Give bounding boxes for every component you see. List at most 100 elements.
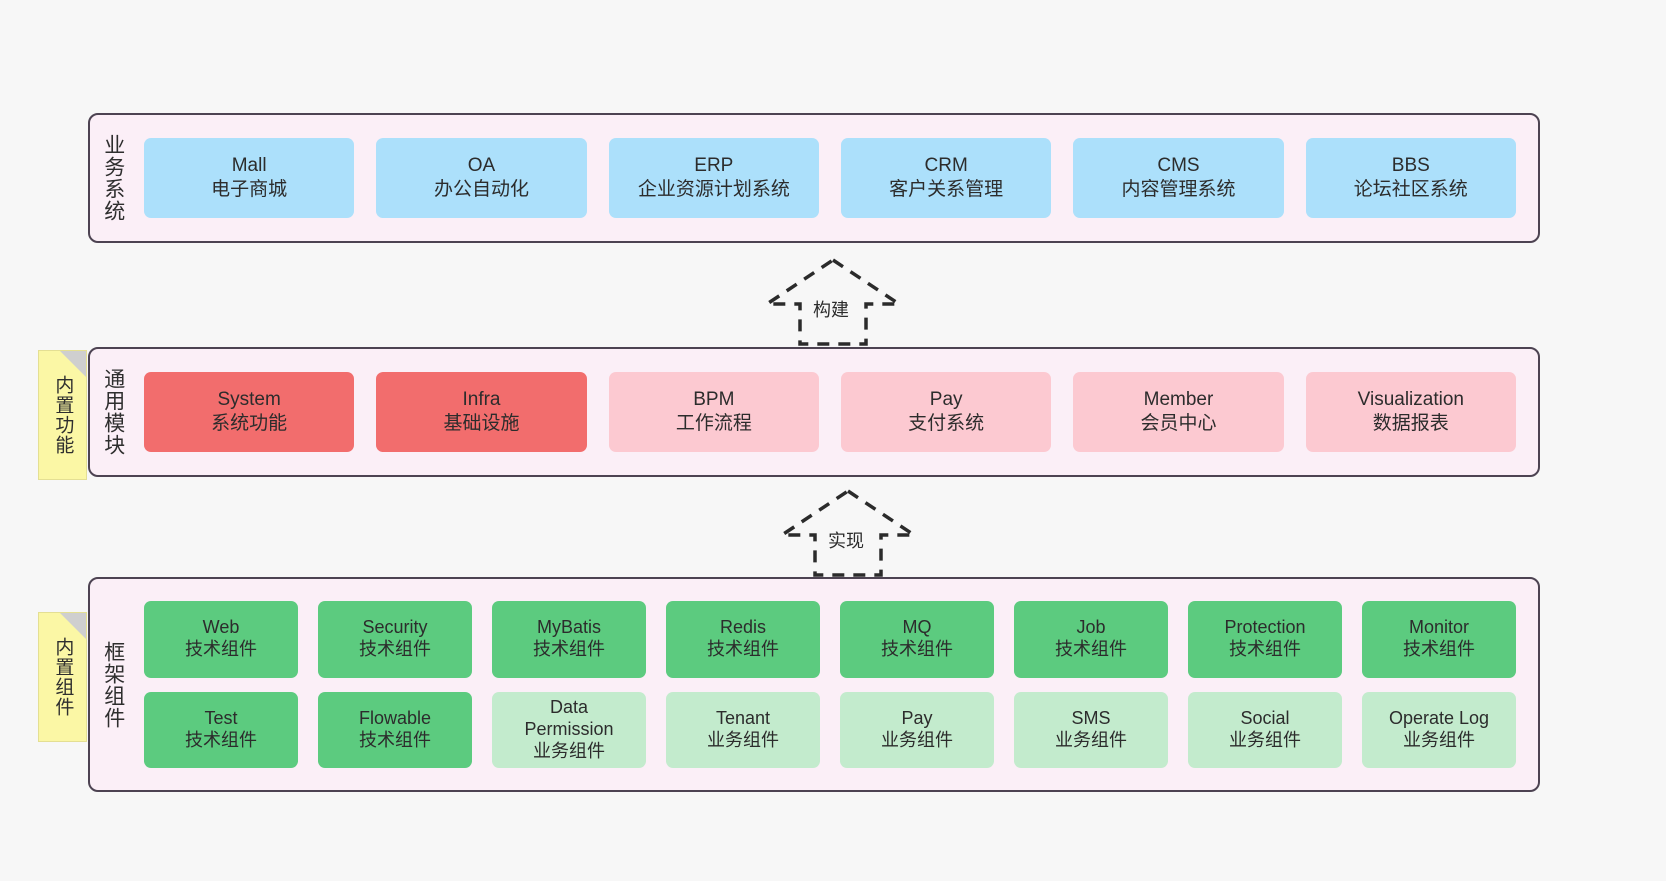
framework-box-data-permission-desc: 业务组件 [533,740,605,761]
framework-box-protection-desc: 技术组件 [1229,639,1301,660]
common-box-member-name: Member [1143,388,1214,410]
framework-box-mq[interactable]: MQ 技术组件 [840,601,994,678]
framework-box-tenant-desc: 业务组件 [707,729,779,750]
business-items: Mall 电子商城 OA 办公自动化 ERP 企业资源计划系统 CRM 客户关系… [136,115,1538,241]
framework-box-pay-name: Pay [901,707,933,728]
framework-box-mybatis[interactable]: MyBatis 技术组件 [492,601,646,678]
note-builtin-components-label: 内置组件 [52,637,74,717]
note-fold-corner-icon [60,351,86,377]
arrow-build-label: 构建 [813,300,849,320]
framework-box-web[interactable]: Web 技术组件 [144,601,298,678]
framework-box-redis[interactable]: Redis 技术组件 [666,601,820,678]
business-box-bbs[interactable]: BBS 论坛社区系统 [1305,138,1516,218]
business-box-oa[interactable]: OA 办公自动化 [376,138,587,218]
framework-box-data-permission[interactable]: Data Permission 业务组件 [492,691,646,768]
common-box-member[interactable]: Member 会员中心 [1073,372,1284,452]
business-box-cms-name: CMS [1157,154,1200,176]
layer-title-business: 业务系统 [101,134,125,222]
framework-box-security-name: Security [362,617,428,638]
framework-row-business: Test 技术组件 Flowable 技术组件 Data Permission … [144,691,1516,768]
layer-common-modules: 通用模块 System 系统功能 Infra 基础设施 BPM 工作流程 Pay… [88,347,1540,477]
framework-box-web-name: Web [202,617,240,638]
framework-box-monitor-desc: 技术组件 [1403,639,1475,660]
common-box-visualization-name: Visualization [1357,388,1464,410]
framework-box-tenant[interactable]: Tenant 业务组件 [666,691,820,768]
business-box-oa-desc: 办公自动化 [433,179,529,200]
common-box-bpm-desc: 工作流程 [675,413,752,434]
framework-box-test-desc: 技术组件 [185,729,257,750]
business-box-bbs-name: BBS [1391,154,1430,176]
note-fold-corner-icon [60,613,86,639]
arrow-implement: 实现 [763,487,933,577]
business-box-mall[interactable]: Mall 电子商城 [144,138,355,218]
common-box-infra[interactable]: Infra 基础设施 [376,372,587,452]
framework-box-operate-log-desc: 业务组件 [1403,729,1475,750]
framework-box-test-name: Test [204,707,238,728]
common-box-bpm-name: BPM [693,388,735,410]
common-box-pay-desc: 支付系统 [908,413,985,434]
framework-box-sms[interactable]: SMS 业务组件 [1014,691,1168,768]
framework-box-pay[interactable]: Pay 业务组件 [840,691,994,768]
framework-items: Web 技术组件 Security 技术组件 MyBatis 技术组件 Redi… [136,579,1538,790]
framework-box-social[interactable]: Social 业务组件 [1188,691,1342,768]
business-box-erp[interactable]: ERP 企业资源计划系统 [608,138,819,218]
framework-box-data-permission-name: Data [549,696,589,717]
layer-title-common: 通用模块 [101,368,125,456]
layer-title-framework: 框架组件 [101,640,125,729]
framework-box-data-permission-name2: Permission [524,718,614,739]
framework-box-monitor[interactable]: Monitor 技术组件 [1362,601,1516,678]
arrow-build: 构建 [748,256,918,346]
common-box-bpm[interactable]: BPM 工作流程 [608,372,819,452]
framework-box-test[interactable]: Test 技术组件 [144,691,298,768]
common-box-system-desc: 系统功能 [211,413,288,434]
common-box-member-desc: 会员中心 [1140,413,1217,434]
business-box-erp-desc: 企业资源计划系统 [637,179,790,200]
framework-row-technical: Web 技术组件 Security 技术组件 MyBatis 技术组件 Redi… [144,601,1516,678]
business-box-oa-name: OA [467,154,496,176]
business-box-crm-desc: 客户关系管理 [889,179,1004,200]
common-box-pay[interactable]: Pay 支付系统 [840,372,1052,452]
common-box-infra-desc: 基础设施 [443,413,520,434]
framework-box-web-desc: 技术组件 [185,639,257,660]
business-box-erp-name: ERP [694,154,734,176]
framework-box-social-desc: 业务组件 [1229,729,1301,750]
framework-box-job[interactable]: Job 技术组件 [1014,601,1168,678]
note-builtin-components: 内置组件 [38,612,87,742]
business-box-crm-name: CRM [924,154,968,176]
framework-box-redis-name: Redis [719,617,767,638]
business-box-cms[interactable]: CMS 内容管理系统 [1073,138,1284,218]
framework-box-social-name: Social [1240,707,1290,728]
business-box-crm[interactable]: CRM 客户关系管理 [840,138,1052,218]
business-box-bbs-desc: 论坛社区系统 [1353,179,1468,200]
framework-box-protection[interactable]: Protection 技术组件 [1188,601,1342,678]
common-box-visualization-desc: 数据报表 [1372,413,1449,434]
framework-box-flowable[interactable]: Flowable 技术组件 [318,691,472,768]
note-builtin-functions: 内置功能 [38,350,87,480]
common-box-system-name: System [217,388,281,410]
framework-box-job-name: Job [1076,617,1106,638]
common-items: System 系统功能 Infra 基础设施 BPM 工作流程 Pay 支付系统… [136,349,1538,475]
framework-box-sms-desc: 业务组件 [1055,729,1127,750]
framework-box-protection-name: Protection [1224,617,1306,638]
framework-box-operate-log-name: Operate Log [1388,707,1490,728]
framework-box-mq-desc: 技术组件 [881,639,953,660]
framework-box-monitor-name: Monitor [1408,617,1470,638]
arrow-implement-label: 实现 [828,531,864,551]
note-builtin-functions-label: 内置功能 [52,375,74,455]
framework-box-job-desc: 技术组件 [1055,639,1127,660]
business-box-mall-name: Mall [231,154,267,176]
framework-box-mq-name: MQ [902,617,932,638]
common-box-system[interactable]: System 系统功能 [144,372,355,452]
business-box-mall-desc: 电子商城 [211,179,288,200]
framework-box-pay-desc: 业务组件 [881,729,953,750]
common-box-infra-name: Infra [462,388,501,410]
framework-box-flowable-name: Flowable [358,707,432,728]
common-box-visualization[interactable]: Visualization 数据报表 [1305,372,1516,452]
framework-box-security-desc: 技术组件 [359,639,431,660]
layer-framework-components: 框架组件 Web 技术组件 Security 技术组件 MyBatis 技术组件… [88,577,1540,792]
framework-box-redis-desc: 技术组件 [707,639,779,660]
framework-box-security[interactable]: Security 技术组件 [318,601,472,678]
framework-box-operate-log[interactable]: Operate Log 业务组件 [1362,691,1516,768]
framework-box-tenant-name: Tenant [715,707,771,728]
